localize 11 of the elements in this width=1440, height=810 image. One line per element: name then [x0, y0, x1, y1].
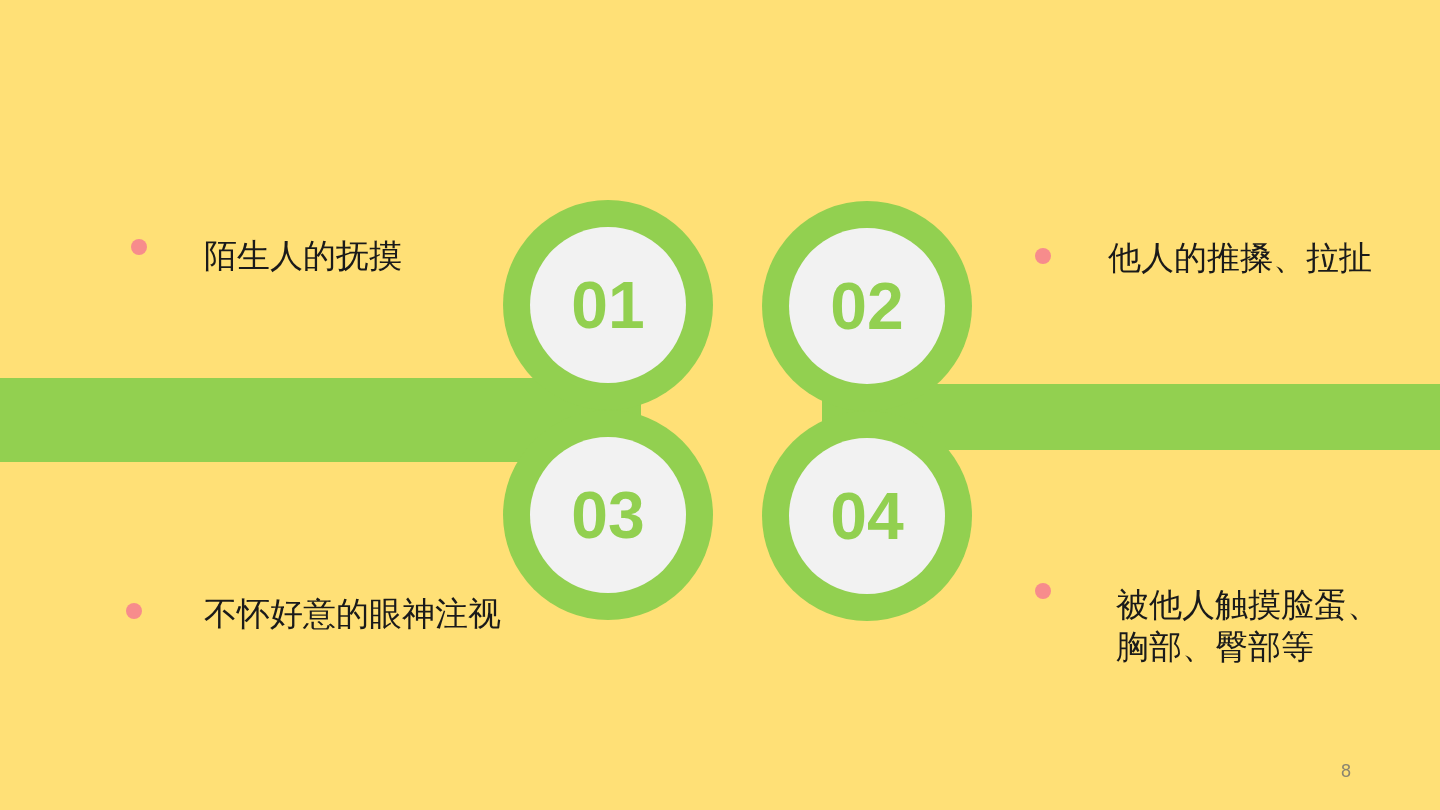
step-number: 02	[830, 273, 904, 339]
item-text: 陌生人的抚摸	[204, 236, 402, 276]
horizontal-band	[972, 384, 1440, 450]
horizontal-band	[0, 378, 503, 462]
item-text: 不怀好意的眼神注视	[204, 594, 501, 634]
item-text: 被他人触摸脸蛋、胸部、臀部等	[1116, 585, 1381, 667]
item-text: 他人的推搡、拉扯	[1108, 238, 1372, 278]
step-number: 03	[571, 482, 645, 548]
step-number: 04	[830, 483, 904, 549]
step-number: 01	[571, 272, 645, 338]
page-number: 8	[1341, 760, 1351, 782]
